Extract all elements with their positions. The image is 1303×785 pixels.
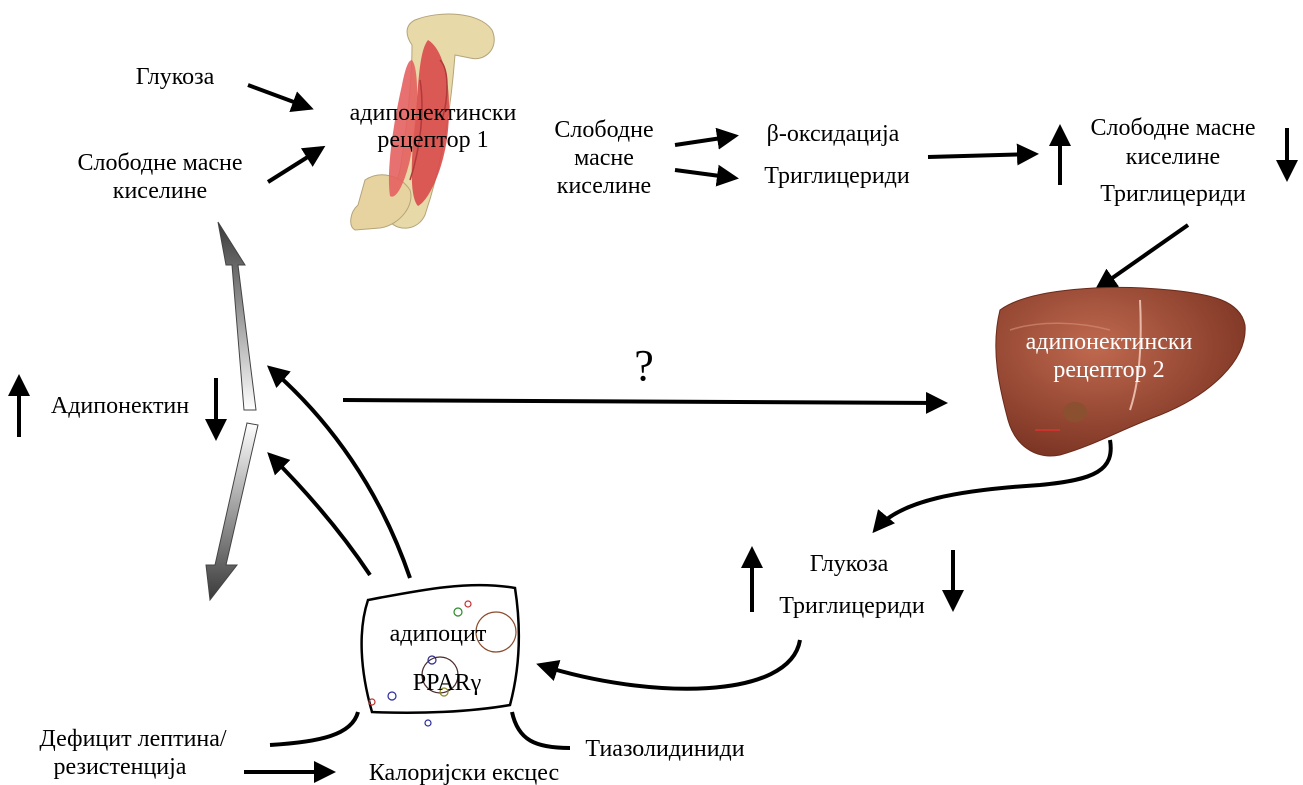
leptin-deficiency-label-line1: Дефицит лептина/ [39,726,226,752]
receptor-2-label-line2: рецептор 2 [1053,357,1164,383]
adiponectin-down-gradient-arrow [206,423,258,600]
leptin-connector [270,712,358,745]
adipocyte-cell [362,585,519,726]
leptin-deficiency-label-line2: резистенција [54,754,187,780]
unknown-mechanism-mark: ? [634,341,654,390]
glucose-to-muscle-arrow [248,85,310,108]
muscle-ffa-label-line1: Слободне [554,117,653,143]
adiponectin-to-liver-arrow [343,400,944,403]
adipocyte-label: адипоцит [390,621,487,647]
ffa-input-label-line1: Слободне масне [77,150,242,176]
muscle-ffa-label-line3: киселине [557,173,651,199]
muscle-ffa-label-line2: масне [574,145,634,171]
ffa-to-triglycerides-arrow [675,170,735,178]
beta-oxidation-label: β-оксидација [767,121,900,147]
plasma-ffa-label-line2: киселине [1126,144,1220,170]
adiponectin-label: Адипонектин [51,393,189,419]
blood-to-adipocyte-arrow [540,640,800,689]
glucose-input-label: Глукоза [136,64,215,90]
caloric-excess-label: Калоријски ексцес [369,760,559,785]
liver-to-blood-arrow [875,440,1111,530]
muscle-to-plasma-arrow [928,154,1035,157]
tzd-connector [512,712,570,748]
receptor-1-label-line2: рецептор 1 [377,127,488,153]
ffa-to-muscle-arrow [268,148,322,182]
plasma-to-liver-arrow [1098,225,1188,288]
adiponectin-up-gradient-arrow [218,222,256,410]
ffa-to-beta-oxidation-arrow [675,136,735,145]
plasma-ffa-label-line1: Слободне масне [1090,115,1255,141]
ppar-gamma-label: PPARγ [413,670,482,696]
receptor-1-label-line1: адипонектински [350,100,517,126]
liver-triglycerides-label: Триглицериди [779,593,925,619]
liver-glucose-label: Глукоза [810,551,889,577]
receptor-2-label-line1: адипонектински [1026,329,1193,355]
ffa-input-label-line2: киселине [113,178,207,204]
plasma-triglycerides-label: Триглицериди [1100,181,1246,207]
adipocyte-to-adiponectin-arrow-2 [270,455,370,575]
thiazolidinediones-label: Тиазолидиниди [585,736,744,762]
muscle-triglycerides-label: Триглицериди [764,163,910,189]
